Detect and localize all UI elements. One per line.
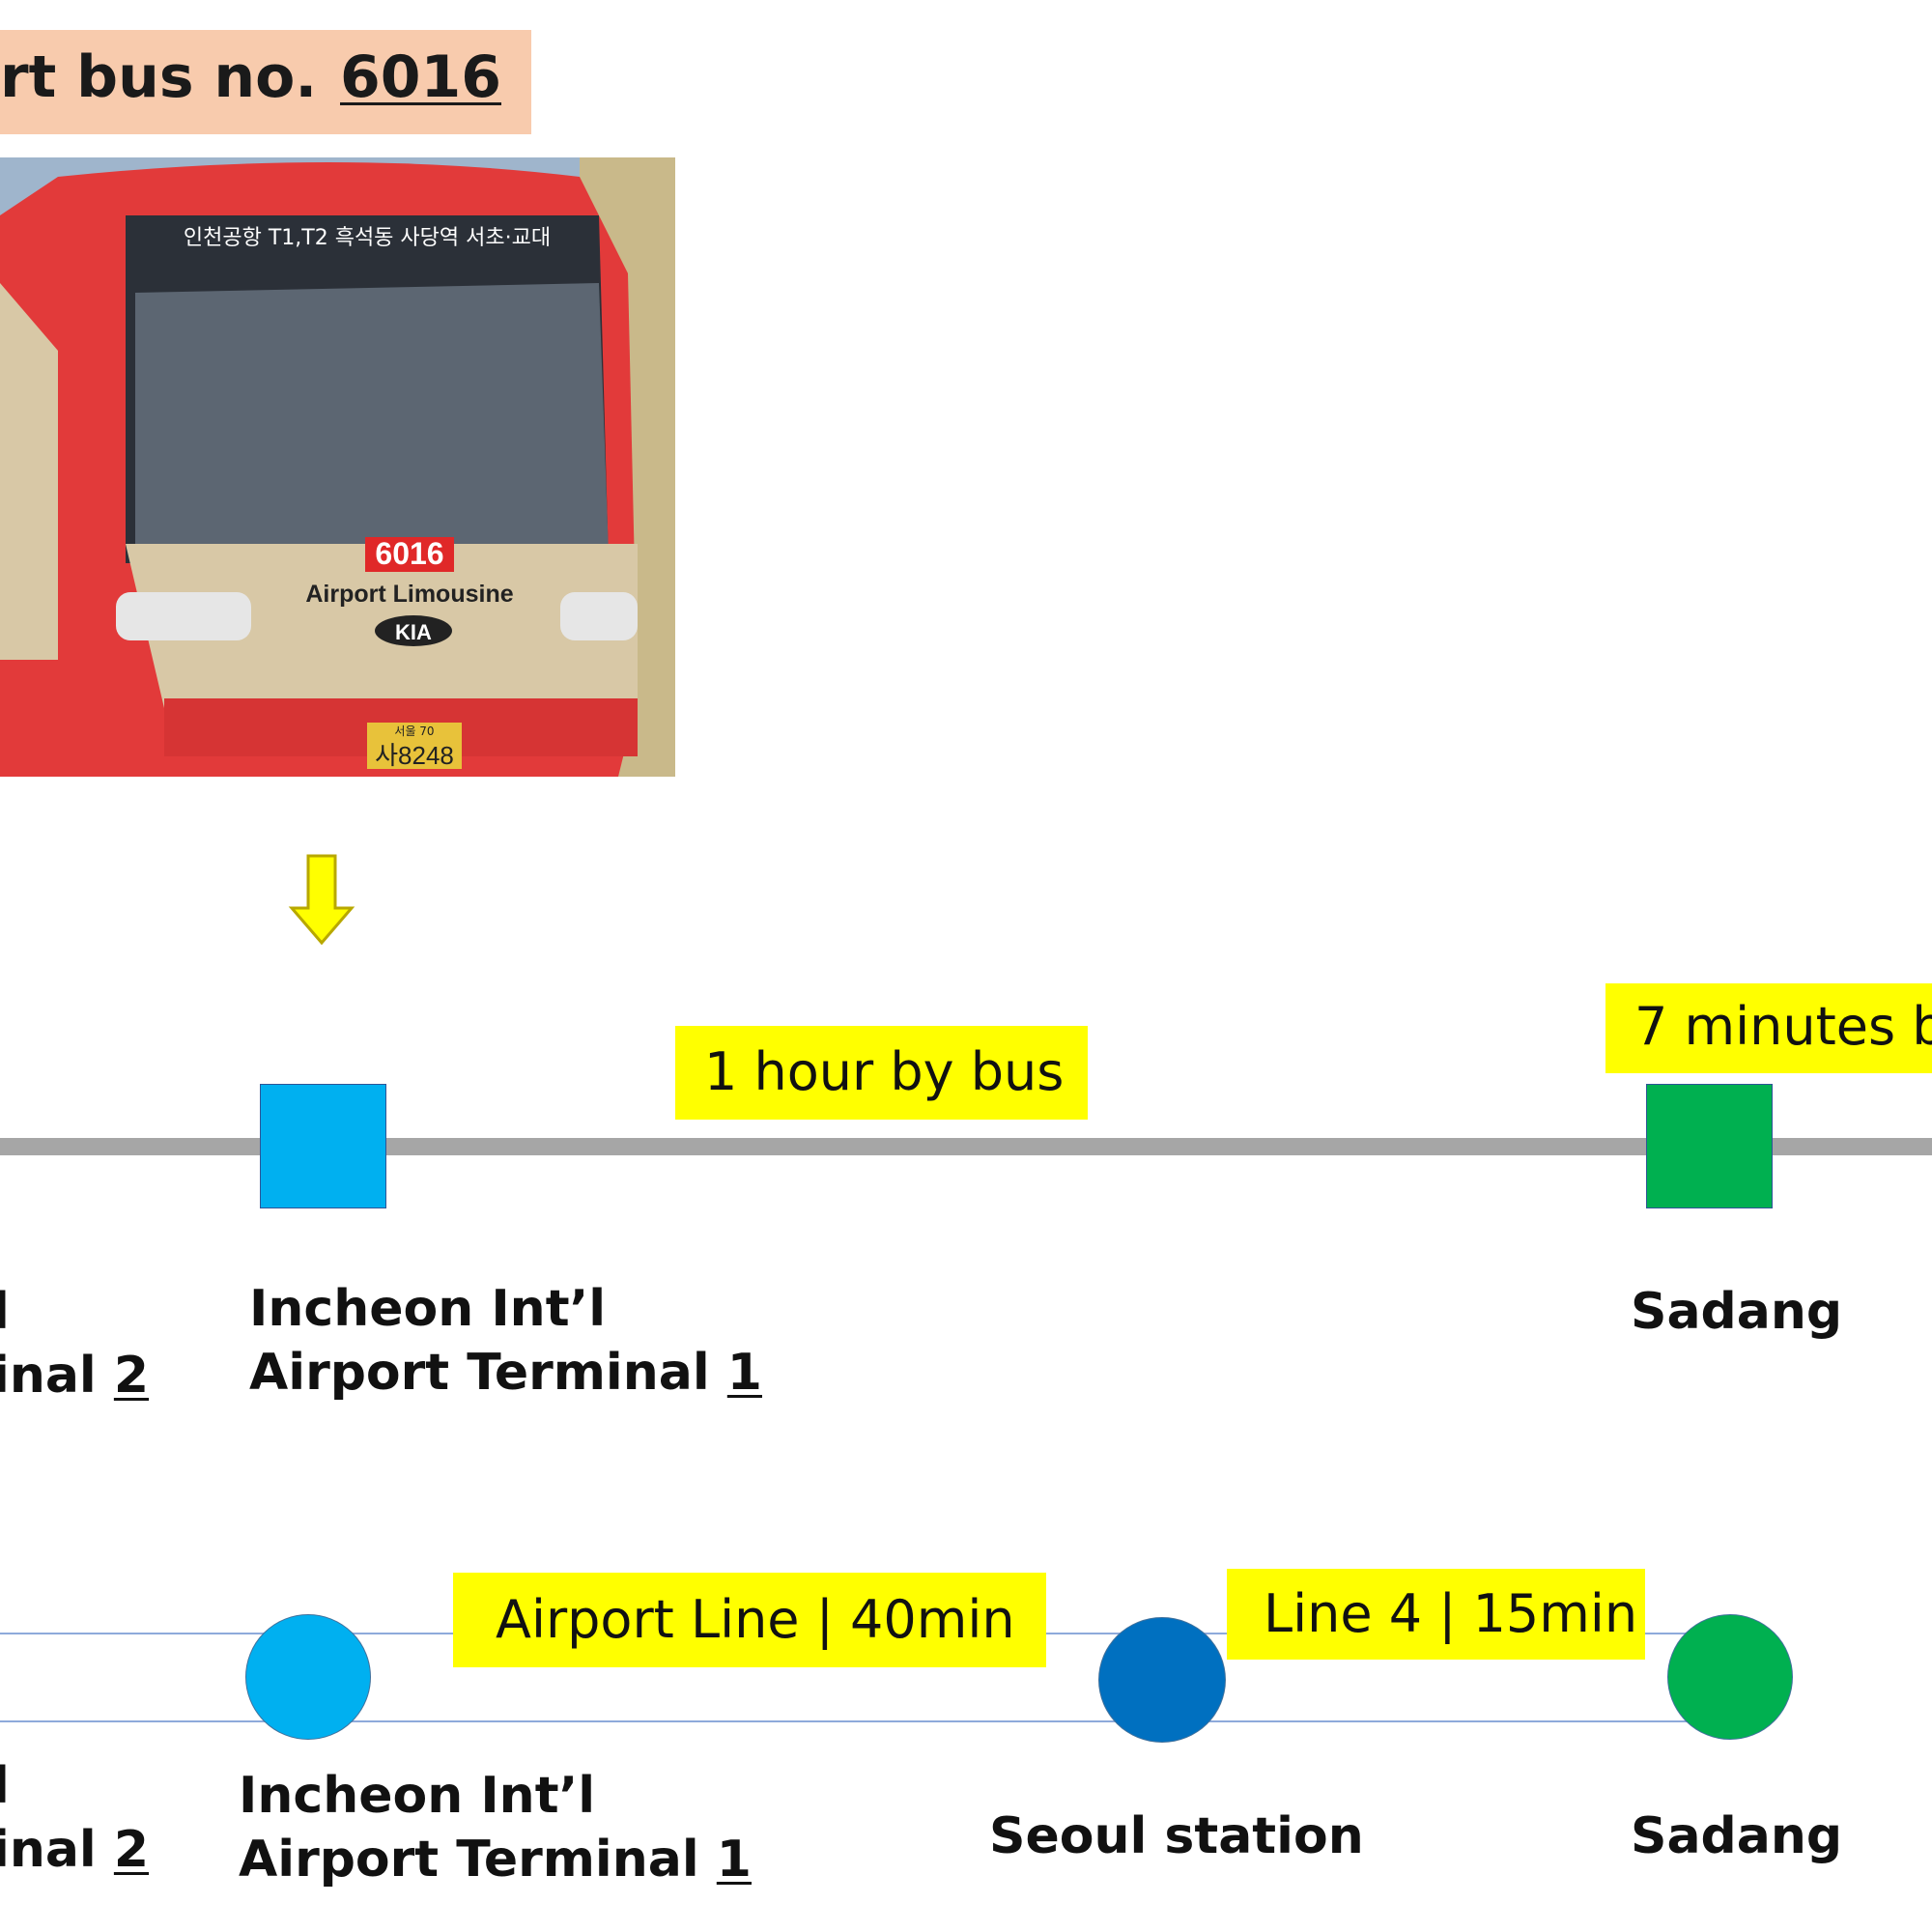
- station-label-terminal-1: Incheon Int’l Airport Terminal 1: [239, 1767, 752, 1889]
- route-sign: 인천공항 T1,T2 흑석동 사당역 서초·교대: [184, 226, 551, 250]
- airport-line-label: Airport Line | 40min: [453, 1573, 1046, 1667]
- title-text: rt bus no.: [0, 43, 318, 111]
- plate-number: 사8248: [375, 741, 454, 770]
- stop-label-sadang: Sadang: [1631, 1283, 1843, 1341]
- bus-label: Airport Limousine: [305, 581, 513, 608]
- bus-segment-2-label: 7 minutes by: [1605, 983, 1932, 1073]
- down-arrow-icon: [288, 854, 355, 945]
- subway-line-bottom: [0, 1720, 1729, 1722]
- line-4-label: Line 4 | 15min: [1227, 1569, 1645, 1660]
- bus-photo: 6016 Airport Limousine KIA 서울 70 사8248 인…: [0, 157, 675, 777]
- bus-route-line: [0, 1138, 1932, 1155]
- stop-label-terminal-2: l inal 2: [0, 1283, 150, 1405]
- station-label-sadang: Sadang: [1631, 1807, 1843, 1865]
- station-marker-terminal-1: [245, 1614, 371, 1740]
- stop-label-terminal-1: Incheon Int’l Airport Terminal 1: [249, 1280, 762, 1402]
- station-label-seoul: Seoul station: [989, 1807, 1364, 1865]
- station-marker-sadang: [1667, 1614, 1793, 1740]
- stop-marker-sadang: [1646, 1084, 1773, 1208]
- bus-segment-label: 1 hour by bus: [675, 1026, 1088, 1120]
- bus-number: 6016: [340, 43, 501, 111]
- plate-top: 서울 70: [394, 724, 434, 738]
- route-number-sign: 6016: [375, 536, 443, 571]
- station-marker-seoul: [1098, 1617, 1226, 1743]
- station-label-terminal-2: l inal 2: [0, 1757, 150, 1879]
- stop-marker-terminal-1: [260, 1084, 386, 1208]
- brand-logo: KIA: [395, 620, 432, 644]
- title-banner: rt bus no. 6016: [0, 30, 531, 134]
